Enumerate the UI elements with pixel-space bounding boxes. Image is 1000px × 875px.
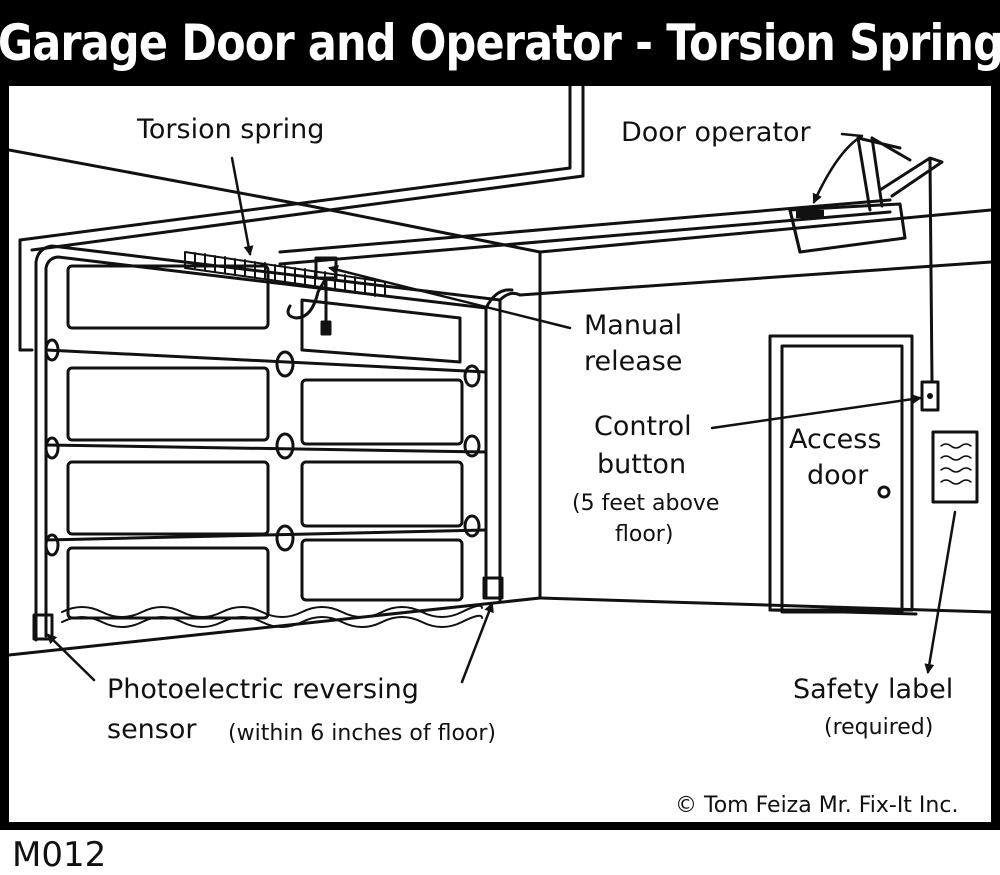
access-door-label-line1: Access: [789, 424, 882, 455]
safety-label-sign: [931, 430, 979, 504]
sensor-label-line2: sensor: [107, 714, 197, 745]
title-bar: Garage Door and Operator - Torsion Sprin…: [0, 0, 1000, 86]
sensor-note: (within 6 inches of floor): [228, 721, 496, 746]
access-door: [768, 334, 918, 616]
garage-door: [34, 244, 991, 642]
garage-illustration: [9, 86, 991, 684]
control-button-note-line2: floor): [615, 522, 674, 547]
page-identifier: M012: [12, 835, 107, 875]
safety-label-label: Safety label: [793, 674, 954, 705]
diagram-frame: Garage Door and Operator - Torsion Sprin…: [0, 0, 1000, 830]
photo-sensors: [32, 576, 504, 641]
torsion-spring-label: Torsion spring: [137, 114, 325, 145]
copyright-notice: © Tom Feiza Mr. Fix-It Inc.: [675, 793, 959, 818]
manual-release-label-line1: Manual: [584, 310, 683, 341]
access-door-label-line2: door: [807, 460, 869, 491]
control-button-note-line1: (5 feet above: [572, 491, 720, 516]
safety-label-note: (required): [824, 715, 934, 740]
control-button-label-line1: Control: [594, 411, 692, 442]
manual-release-label-line2: release: [584, 346, 683, 377]
control-button-label-line2: button: [597, 449, 687, 480]
illustration-panel: Torsion spring Door operator Manual rele…: [9, 86, 991, 822]
door-operator: [788, 136, 944, 384]
diagram-title: Garage Door and Operator - Torsion Sprin…: [0, 14, 1000, 72]
torsion-spring: [184, 251, 386, 336]
control-button-box: [920, 380, 940, 412]
door-operator-label: Door operator: [621, 117, 811, 148]
sensor-label-line1: Photoelectric reversing: [107, 674, 419, 705]
